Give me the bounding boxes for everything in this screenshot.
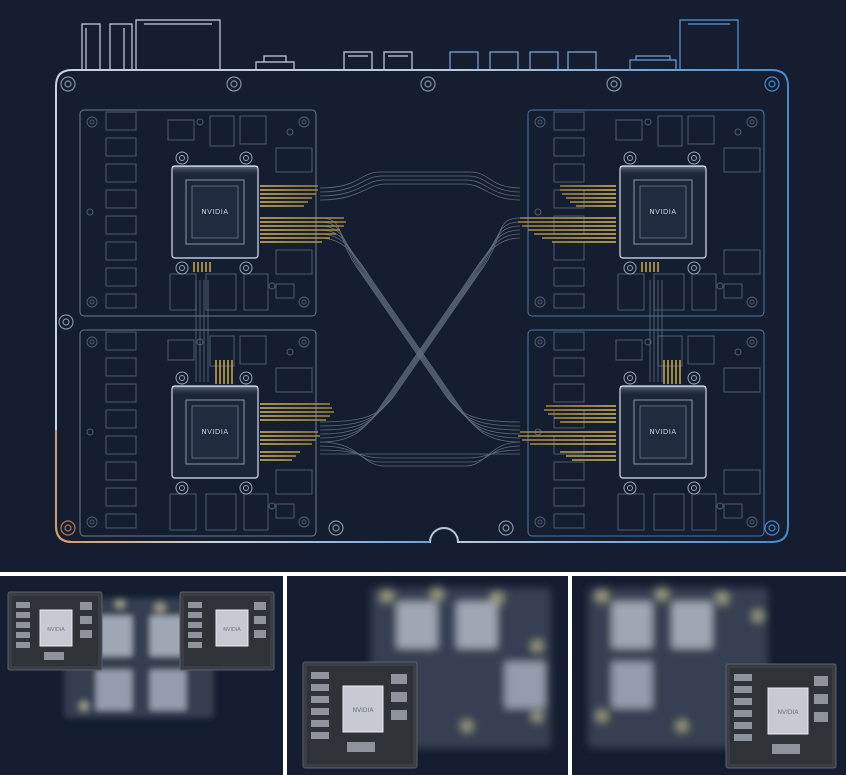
module-front: NVIDIA (302, 661, 418, 769)
board-mounting-holes (58, 76, 780, 536)
gold-trace-bundles (193, 185, 681, 461)
chip-label: NVIDIA (201, 428, 228, 436)
chip-label: NVIDIA (223, 627, 241, 633)
photo-panel-right-module: NVIDIA (572, 576, 846, 775)
carrier-board-diagram: NVIDIA NVIDIA NVIDIA NVIDIA (0, 0, 846, 572)
chip-label: NVIDIA (201, 208, 228, 216)
photo-panel-dual-modules: NVIDIA NVIDIA (0, 576, 283, 775)
top-connectors (81, 19, 739, 70)
module-frames (79, 109, 765, 537)
gpu-chip-top-right: NVIDIA (619, 151, 707, 275)
board-svg: NVIDIA NVIDIA NVIDIA NVIDIA (55, 19, 789, 543)
chip-label: NVIDIA (778, 709, 800, 716)
blurred-board (588, 584, 768, 748)
board-outline (55, 69, 789, 543)
chip-label: NVIDIA (47, 627, 65, 633)
interconnect-traces (195, 171, 663, 467)
gpu-chip-top-left: NVIDIA (171, 151, 259, 275)
photo-panel-left-module: NVIDIA (287, 576, 568, 775)
module-detail (86, 111, 313, 311)
chip-label: NVIDIA (649, 208, 676, 216)
chip-label: NVIDIA (649, 428, 676, 436)
module-right: NVIDIA (179, 591, 275, 671)
chip-label: NVIDIA (353, 707, 375, 714)
gpu-chip-bottom-left: NVIDIA (171, 371, 259, 495)
module-front: NVIDIA (725, 663, 837, 769)
gpu-chip-bottom-right: NVIDIA (619, 371, 707, 495)
module-left: NVIDIA (7, 591, 103, 671)
